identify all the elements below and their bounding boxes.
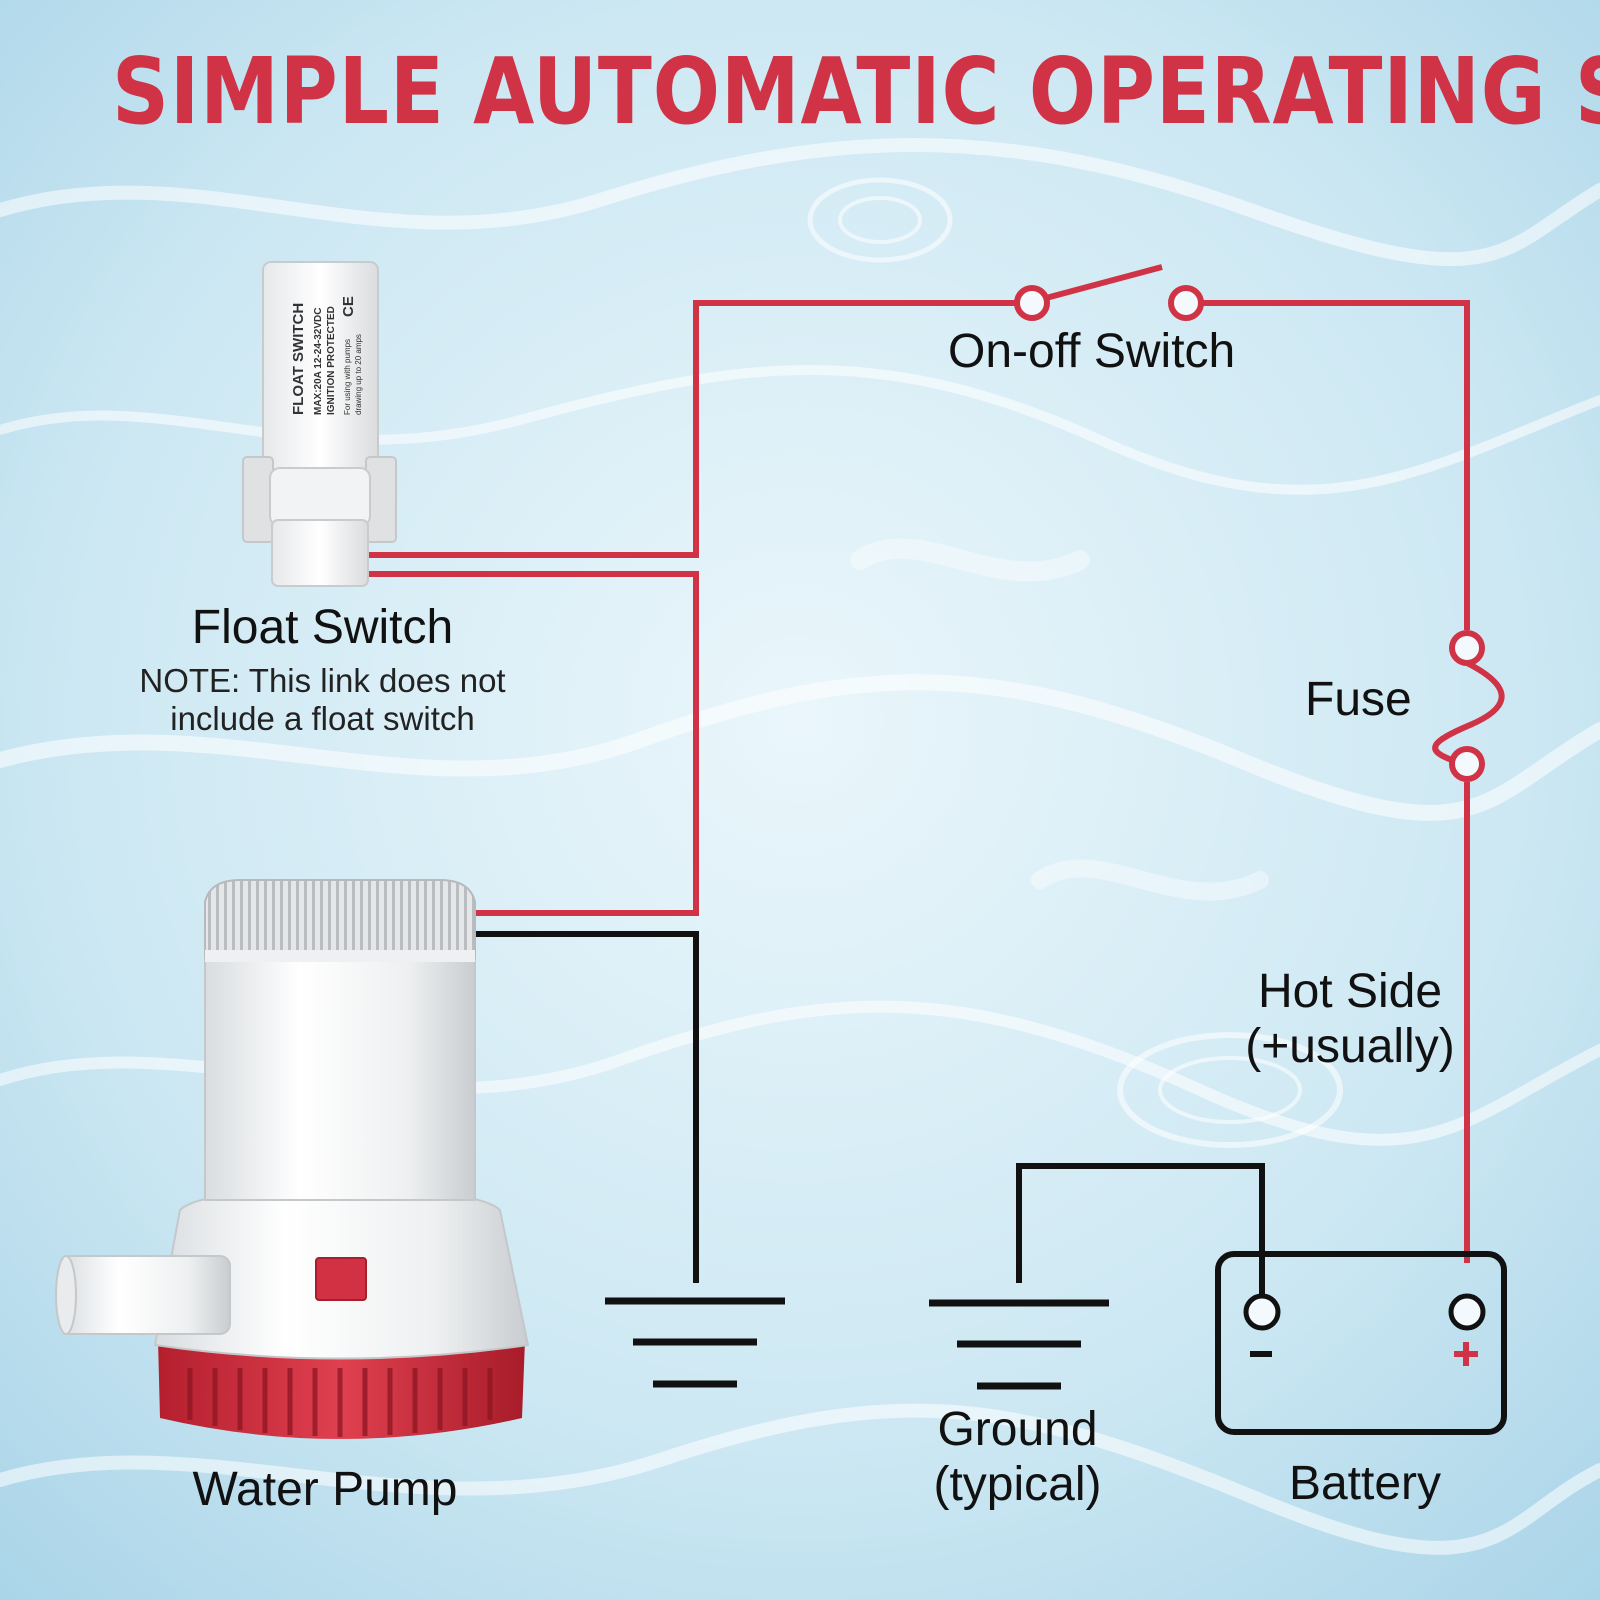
ce-mark: CE [340, 296, 357, 317]
ground-line2: (typical) [933, 1458, 1102, 1512]
battery-label: Battery [1288, 1457, 1442, 1510]
fuse-symbol [1432, 630, 1505, 782]
hot-side-label: Hot Side (+usually) [1210, 964, 1490, 1074]
hot-side-line1: Hot Side [1257, 965, 1443, 1018]
wire-switch-to-fuse [1190, 300, 1470, 630]
on-off-switch-label: On-off Switch [948, 325, 1236, 378]
red-wires [366, 300, 1470, 1263]
battery-minus-sign [1250, 1351, 1272, 1357]
hot-side-line2: (+usually) [1245, 1020, 1455, 1074]
float-switch-device-line1: FLOAT SWITCH [290, 303, 307, 415]
water-pump-device [55, 879, 530, 1439]
float-switch-device: FLOAT SWITCH MAX:20A 12-24-32VDC IGNITIO… [242, 261, 397, 587]
wire-float-to-pump [366, 571, 699, 916]
battery-plus-sign [1454, 1342, 1478, 1366]
battery-negative-terminal [1243, 1293, 1281, 1331]
black-wires [474, 931, 1265, 1298]
fuse-label: Fuse [1305, 673, 1412, 726]
float-switch-device-line3: IGNITION PROTECTED [326, 306, 337, 415]
float-switch-note-line1: NOTE: This link does not [139, 662, 506, 699]
wire-pump-to-ground [474, 931, 699, 1283]
float-switch-note: NOTE: This link does not include a float… [100, 662, 545, 738]
wire-ground-to-battery [1016, 1163, 1265, 1298]
water-pump-label: Water Pump [192, 1463, 458, 1516]
on-off-switch-symbol [1014, 264, 1204, 321]
battery-positive-terminal [1448, 1293, 1486, 1331]
float-switch-label: Float Switch [191, 601, 454, 654]
ground-label: Ground (typical) [880, 1402, 1155, 1512]
float-switch-note-line2: include a float switch [170, 699, 475, 737]
float-switch-device-line5: drawing up to 20 amps [354, 334, 363, 415]
wire-float-to-switch [366, 300, 1018, 558]
ground-line1: Ground [937, 1403, 1098, 1456]
float-switch-device-line4: For using with pumps [343, 339, 352, 415]
battery-symbol [1215, 1251, 1507, 1435]
page-title: SIMPLE AUTOMATIC OPERATING SYSTEM [112, 38, 1600, 145]
ground-symbol-typical [929, 1299, 1109, 1390]
ground-symbol-pump [605, 1297, 785, 1388]
float-switch-device-line2: MAX:20A 12-24-32VDC [313, 308, 324, 415]
